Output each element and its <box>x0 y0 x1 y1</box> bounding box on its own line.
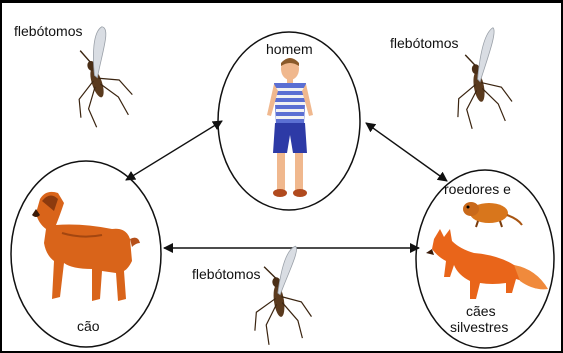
human-label: homem <box>266 41 313 57</box>
fox-icon <box>426 229 548 299</box>
sandfly-label-top-right: flebótomos <box>390 35 458 51</box>
dog-icon <box>32 192 140 301</box>
wild-animals-label-line2: cães <box>466 303 496 319</box>
sandfly-label-bottom: flebótomos <box>192 266 260 282</box>
sandfly-icon <box>244 245 315 346</box>
rodent-icon <box>463 202 522 227</box>
arrow-dog-human <box>126 121 222 180</box>
wild-animals-label-line3: silvestres <box>450 319 508 335</box>
dog-label: cão <box>77 318 100 334</box>
wild-animals-label-line1: roedores e <box>444 181 511 197</box>
sandfly-label-top-left: flebótomos <box>14 23 82 39</box>
sandfly-icon <box>56 24 138 131</box>
arrow-human-wild <box>366 123 447 181</box>
human-figure-icon <box>267 58 313 197</box>
